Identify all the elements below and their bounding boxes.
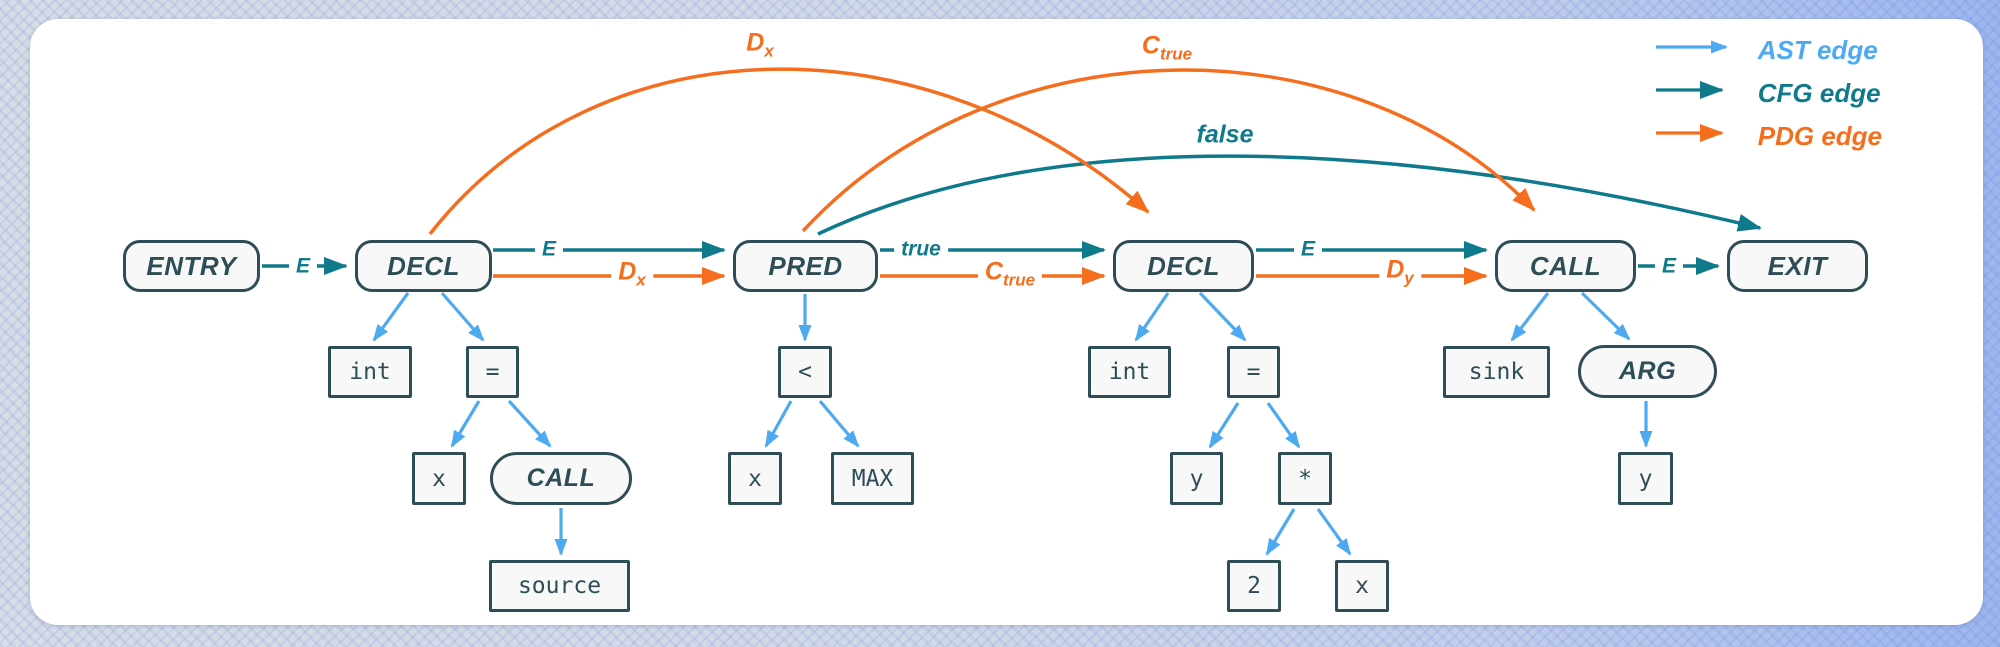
edge-label-sub: x — [764, 41, 774, 61]
node-exit-label: EXIT — [1767, 250, 1828, 281]
ast-node-sink-label: sink — [1468, 359, 1525, 385]
ast-node-x-1: x — [412, 452, 466, 505]
legend: AST edge CFG edge PDG edge — [1658, 28, 1882, 157]
edge-label-text: D — [746, 28, 765, 57]
ast-node-arg-label: ARG — [1618, 357, 1677, 385]
node-decl-2: DECL — [1113, 240, 1254, 292]
ast-node-source-label: source — [517, 573, 602, 599]
node-call-label: CALL — [1529, 250, 1602, 281]
ast-node-assign-1-label: = — [485, 359, 500, 385]
edge-label-text: C — [1141, 31, 1160, 60]
edge-label-dx-arc: Dx — [746, 28, 774, 61]
edge-label-entry-decl-E: E — [288, 254, 318, 278]
ast-edge-assign2-mul — [1266, 402, 1301, 449]
edge-label-false-curve: false — [1196, 120, 1254, 149]
edge-label-text: E — [1661, 254, 1677, 278]
legend-row-pdg: PDG edge — [1658, 114, 1882, 157]
ast-edge-assign1-call — [507, 399, 552, 448]
ast-edge-decl2-assign — [1198, 291, 1247, 342]
edge-label-ctrue-arc: Ctrue — [1141, 31, 1193, 64]
edge-label-sub: y — [1404, 268, 1414, 288]
ast-node-max: MAX — [831, 452, 914, 505]
ast-edge-call-sink — [1510, 292, 1550, 342]
ast-edge-assign2-y — [1208, 402, 1240, 449]
ast-node-call-label: CALL — [526, 464, 596, 492]
ast-edge-decl2-int — [1134, 292, 1170, 342]
ast-node-int-2: int — [1088, 346, 1171, 398]
ast-node-sink: sink — [1443, 346, 1550, 398]
edge-label-text: true — [901, 237, 941, 261]
ast-node-lt-label: < — [798, 359, 812, 385]
ast-node-assign-2: = — [1227, 346, 1280, 398]
edge-label-call-exit-E: E — [1654, 254, 1684, 278]
edge-label-sub: x — [636, 270, 646, 290]
ast-node-two-label: 2 — [1247, 573, 1261, 599]
edge-label-sub: true — [1159, 44, 1193, 64]
node-pred-label: PRED — [768, 250, 843, 281]
cfg-edge-pred-exit-false — [817, 154, 1762, 236]
legend-label-cfg: CFG edge — [1757, 77, 1881, 108]
edge-label-decl-call-Dy: Dy — [1379, 255, 1421, 288]
legend-label-ast: AST edge — [1757, 34, 1878, 65]
ast-node-x-1-label: x — [432, 465, 446, 492]
ast-node-x-2-label: x — [748, 465, 762, 492]
ast-edge-lt-x — [764, 400, 793, 448]
edge-label-text: E — [541, 237, 557, 261]
ast-edge-assign1-x — [450, 400, 481, 448]
ast-node-y-1-label: y — [1189, 465, 1204, 492]
ast-edge-mul-x — [1316, 508, 1352, 556]
ast-node-assign-1: = — [466, 346, 519, 398]
edge-label-pred-decl-true: true — [894, 237, 948, 261]
ast-node-call: CALL — [490, 452, 632, 505]
ast-node-int-1-label: int — [349, 359, 391, 385]
edge-label-pred-decl-Ctrue: Ctrue — [977, 257, 1043, 290]
edge-label-sub: true — [1002, 270, 1036, 290]
ast-edge-decl1-int — [372, 292, 410, 342]
legend-row-ast: AST edge — [1658, 28, 1882, 71]
node-decl-1-label: DECL — [387, 250, 460, 281]
node-entry: ENTRY — [123, 240, 260, 292]
ast-edge-mul-two — [1265, 508, 1296, 556]
ast-node-int-2-label: int — [1108, 359, 1151, 385]
edge-label-decl-pred-E: E — [534, 237, 564, 261]
legend-row-cfg: CFG edge — [1658, 71, 1882, 114]
ast-edge-call-arg — [1580, 291, 1631, 341]
node-decl-2-label: DECL — [1147, 250, 1220, 281]
ast-node-int-1: int — [328, 346, 412, 398]
edge-label-decl-pred-Dx: Dx — [611, 257, 653, 290]
pdg-edge-decl1-decl2-dx-arc — [428, 67, 1150, 236]
ast-node-two: 2 — [1227, 560, 1281, 612]
node-pred: PRED — [733, 240, 878, 292]
edge-label-text: C — [984, 257, 1003, 286]
ast-node-mul-label: * — [1298, 465, 1312, 492]
ast-node-assign-2-label: = — [1246, 359, 1261, 385]
ast-node-y-2-label: y — [1638, 465, 1653, 492]
edge-label-text: D — [618, 257, 637, 286]
ast-node-x-3: x — [1335, 560, 1389, 612]
ast-node-y-1: y — [1170, 452, 1223, 505]
ast-node-source: source — [489, 560, 630, 612]
ast-node-max-label: MAX — [851, 465, 894, 492]
ast-node-mul: * — [1278, 452, 1332, 505]
ast-node-x-2: x — [728, 452, 782, 505]
ast-node-x-3-label: x — [1355, 573, 1369, 599]
ast-edge-decl1-assign — [440, 291, 485, 342]
edge-label-decl-call-E: E — [1293, 237, 1323, 261]
node-decl-1: DECL — [355, 240, 492, 292]
ast-node-lt: < — [778, 346, 832, 398]
edge-label-text: E — [1300, 237, 1316, 261]
ast-edge-lt-max — [818, 399, 860, 448]
ast-node-y-2: y — [1618, 452, 1673, 505]
node-call: CALL — [1495, 240, 1636, 292]
legend-label-pdg: PDG edge — [1757, 120, 1882, 151]
node-exit: EXIT — [1727, 240, 1868, 292]
edge-label-text: E — [295, 254, 311, 278]
pdg-edge-pred-call-ctrue-arc — [801, 68, 1536, 233]
ast-node-arg: ARG — [1578, 345, 1717, 398]
edge-label-text: D — [1386, 255, 1405, 284]
edge-label-text: false — [1196, 120, 1254, 149]
node-entry-label: ENTRY — [146, 250, 237, 281]
